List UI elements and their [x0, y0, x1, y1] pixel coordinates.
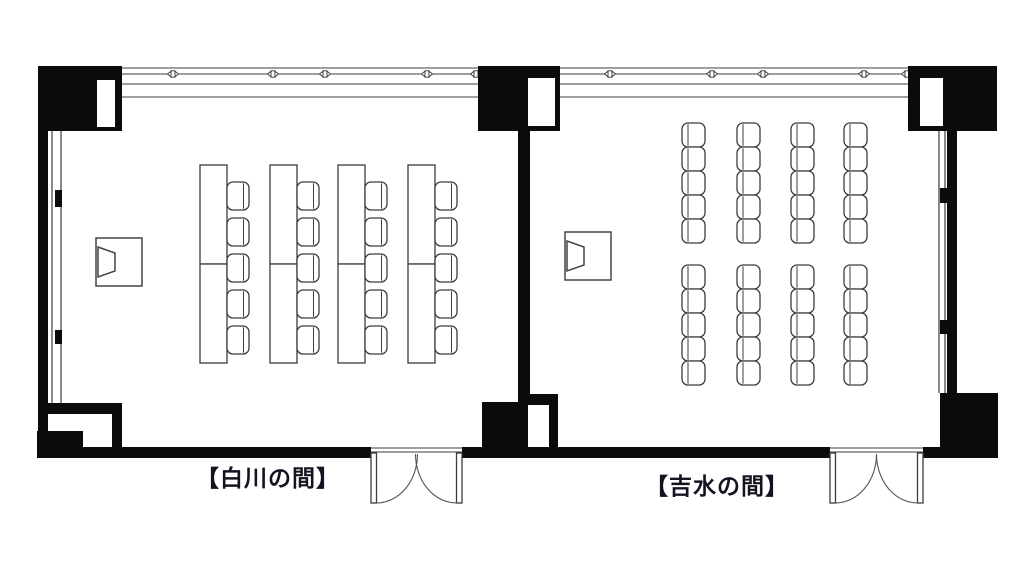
chair-column: [791, 123, 814, 243]
pillar-top-middle: [478, 66, 560, 131]
room-label-yoshimizu: 【吉水の間】: [645, 474, 789, 500]
chair-column: [737, 123, 760, 243]
chair-column: [435, 182, 457, 354]
wall-right: [938, 131, 957, 393]
chair-column: [682, 123, 705, 243]
double-door-shirakawa: [370, 447, 463, 504]
table-column: [407, 164, 436, 364]
double-door-yoshimizu: [829, 447, 924, 504]
curtain-wall-left-room: [122, 67, 482, 98]
wall-left: [38, 131, 62, 457]
projector-screen-icon: [564, 231, 612, 281]
table-column: [199, 164, 228, 364]
track-marker-icon: [604, 70, 616, 78]
track-marker-icon: [167, 70, 179, 78]
door-leaf: [370, 452, 378, 504]
pillar-top-left: [38, 66, 122, 131]
shirakawa-furniture: [95, 164, 457, 364]
pillar-top-right: [908, 66, 997, 131]
window-mullion: [940, 320, 947, 334]
track-marker-icon: [319, 70, 331, 78]
projector-screen-icon: [95, 237, 143, 287]
chair-column: [844, 123, 867, 243]
door-leaf: [829, 452, 837, 504]
track-marker-icon: [858, 70, 870, 78]
room-label-shirakawa: 【白川の間】: [196, 466, 340, 492]
door-leaf: [455, 452, 463, 504]
chair-column: [365, 182, 387, 354]
window-mullion: [55, 190, 62, 207]
chair-column: [297, 182, 319, 354]
table-column: [269, 164, 298, 364]
wall-bottom: [83, 447, 998, 458]
corner-bottom-left: [37, 403, 122, 458]
table-column: [337, 164, 366, 364]
track-marker-icon: [706, 70, 718, 78]
wall-partition: [518, 131, 530, 402]
chair-column: [227, 182, 249, 354]
window-mullion: [940, 188, 947, 203]
chair-column: [844, 265, 867, 385]
track-marker-icon: [757, 70, 769, 78]
window-mullion: [55, 330, 62, 344]
track-marker-icon: [421, 70, 433, 78]
chair-column: [682, 265, 705, 385]
curtain-wall-right-room: [560, 67, 913, 98]
track-marker-icon: [267, 70, 279, 78]
yoshimizu-furniture: [564, 123, 867, 385]
door-leaf: [916, 452, 924, 504]
chair-column: [737, 265, 760, 385]
chair-column: [791, 265, 814, 385]
